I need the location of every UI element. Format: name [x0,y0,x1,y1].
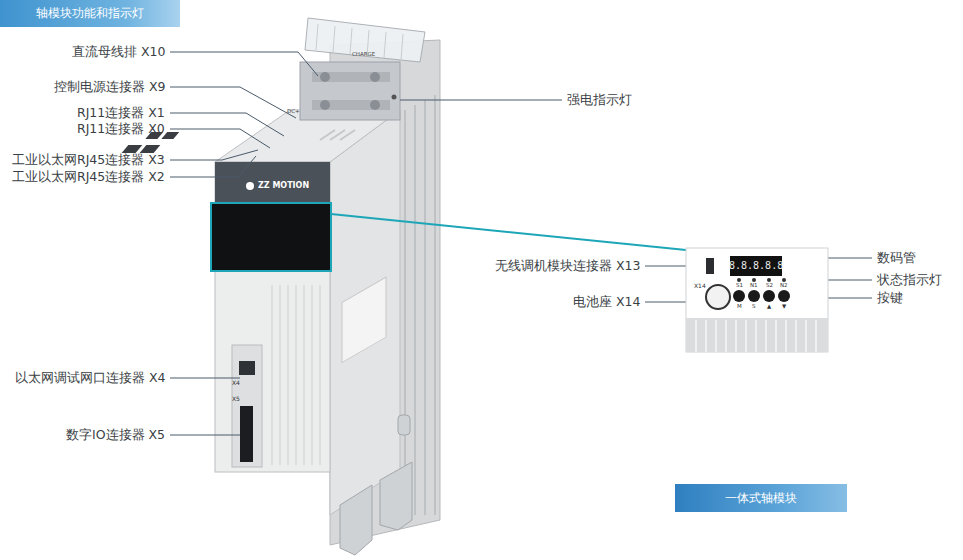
callout-label: 强电指示灯 [567,94,632,107]
led-marking: S1 [736,283,743,289]
callout-label: 数码管 [877,252,916,265]
callout-label: 电池座 X14 [573,296,640,309]
band-text: 轴模块功能和指示灯 [36,5,144,22]
busbar [312,72,390,82]
status-leds [737,278,786,282]
screw [370,100,380,110]
led-marking: S2 [766,283,773,289]
screw [320,100,330,110]
inset-fins [686,318,828,352]
side-face [330,110,400,515]
key-marking: ▼ [782,304,786,310]
charge-led [392,95,397,100]
inset-fin-lines [696,320,816,352]
led-marking: N1 [750,283,758,289]
callout-label: 按键 [877,292,903,305]
io-connector-x5 [240,406,253,462]
busbar-block [300,62,400,120]
callout-label: 工业以太网RJ45连接器 X2 [12,171,165,184]
front-ribs [272,285,320,465]
busbar-marking: DC+ [287,109,300,115]
heat-sink-fins [405,95,435,515]
inset-panel [686,248,828,352]
port-marking: X4 [232,380,240,386]
display-window [211,203,331,271]
port-marking: X5 [232,396,240,402]
callout-label: 控制电源连接器 X9 [54,81,166,94]
callout-label: 数字IO连接器 X5 [66,429,165,442]
key-marking: S [752,304,756,310]
side-sticker [342,277,386,362]
callout-label: 无线调机模块连接器 X13 [495,260,640,273]
vent-slots [320,130,355,140]
keys [733,290,790,302]
caption-band: 一体式轴模块 [675,484,847,512]
busbar [312,100,390,110]
rj45-port-x4 [239,361,255,375]
usb-slot-x13 [706,258,714,274]
callout-label: 以太网调试网口连接器 X4 [15,372,166,385]
front-top-band [215,162,330,202]
cover-flap [305,18,425,62]
key-marking: ▲ [767,304,771,310]
busbar-marking: CHARGE [352,52,375,58]
callout-label: RJ11连接器 X1 [77,107,165,120]
header-band: 轴模块功能和指示灯 [0,0,180,27]
brand-logo-text: ZZ MOTION [258,182,309,190]
band-text: 一体式轴模块 [725,490,797,507]
callout-label: 工业以太网RJ45连接器 X3 [12,154,165,167]
callout-label: 直流母线排 X10 [72,46,165,59]
display-digits: 8.8.8.8.8 [729,261,783,271]
port-marking: X14 [694,283,706,289]
screw [370,72,380,82]
callout-label: RJ11连接器 X0 [77,123,165,136]
leader-lines [170,52,872,435]
cover-ribs [316,24,403,60]
led-marking: N2 [780,283,788,289]
connector-panel [232,345,262,467]
callout-label: 状态指示灯 [877,274,942,287]
zoom-line [331,214,686,250]
key-marking: M [737,304,742,310]
battery-holder [706,285,730,309]
mounting-brackets [340,415,412,555]
screw [320,72,330,82]
logo-mark [246,182,254,190]
